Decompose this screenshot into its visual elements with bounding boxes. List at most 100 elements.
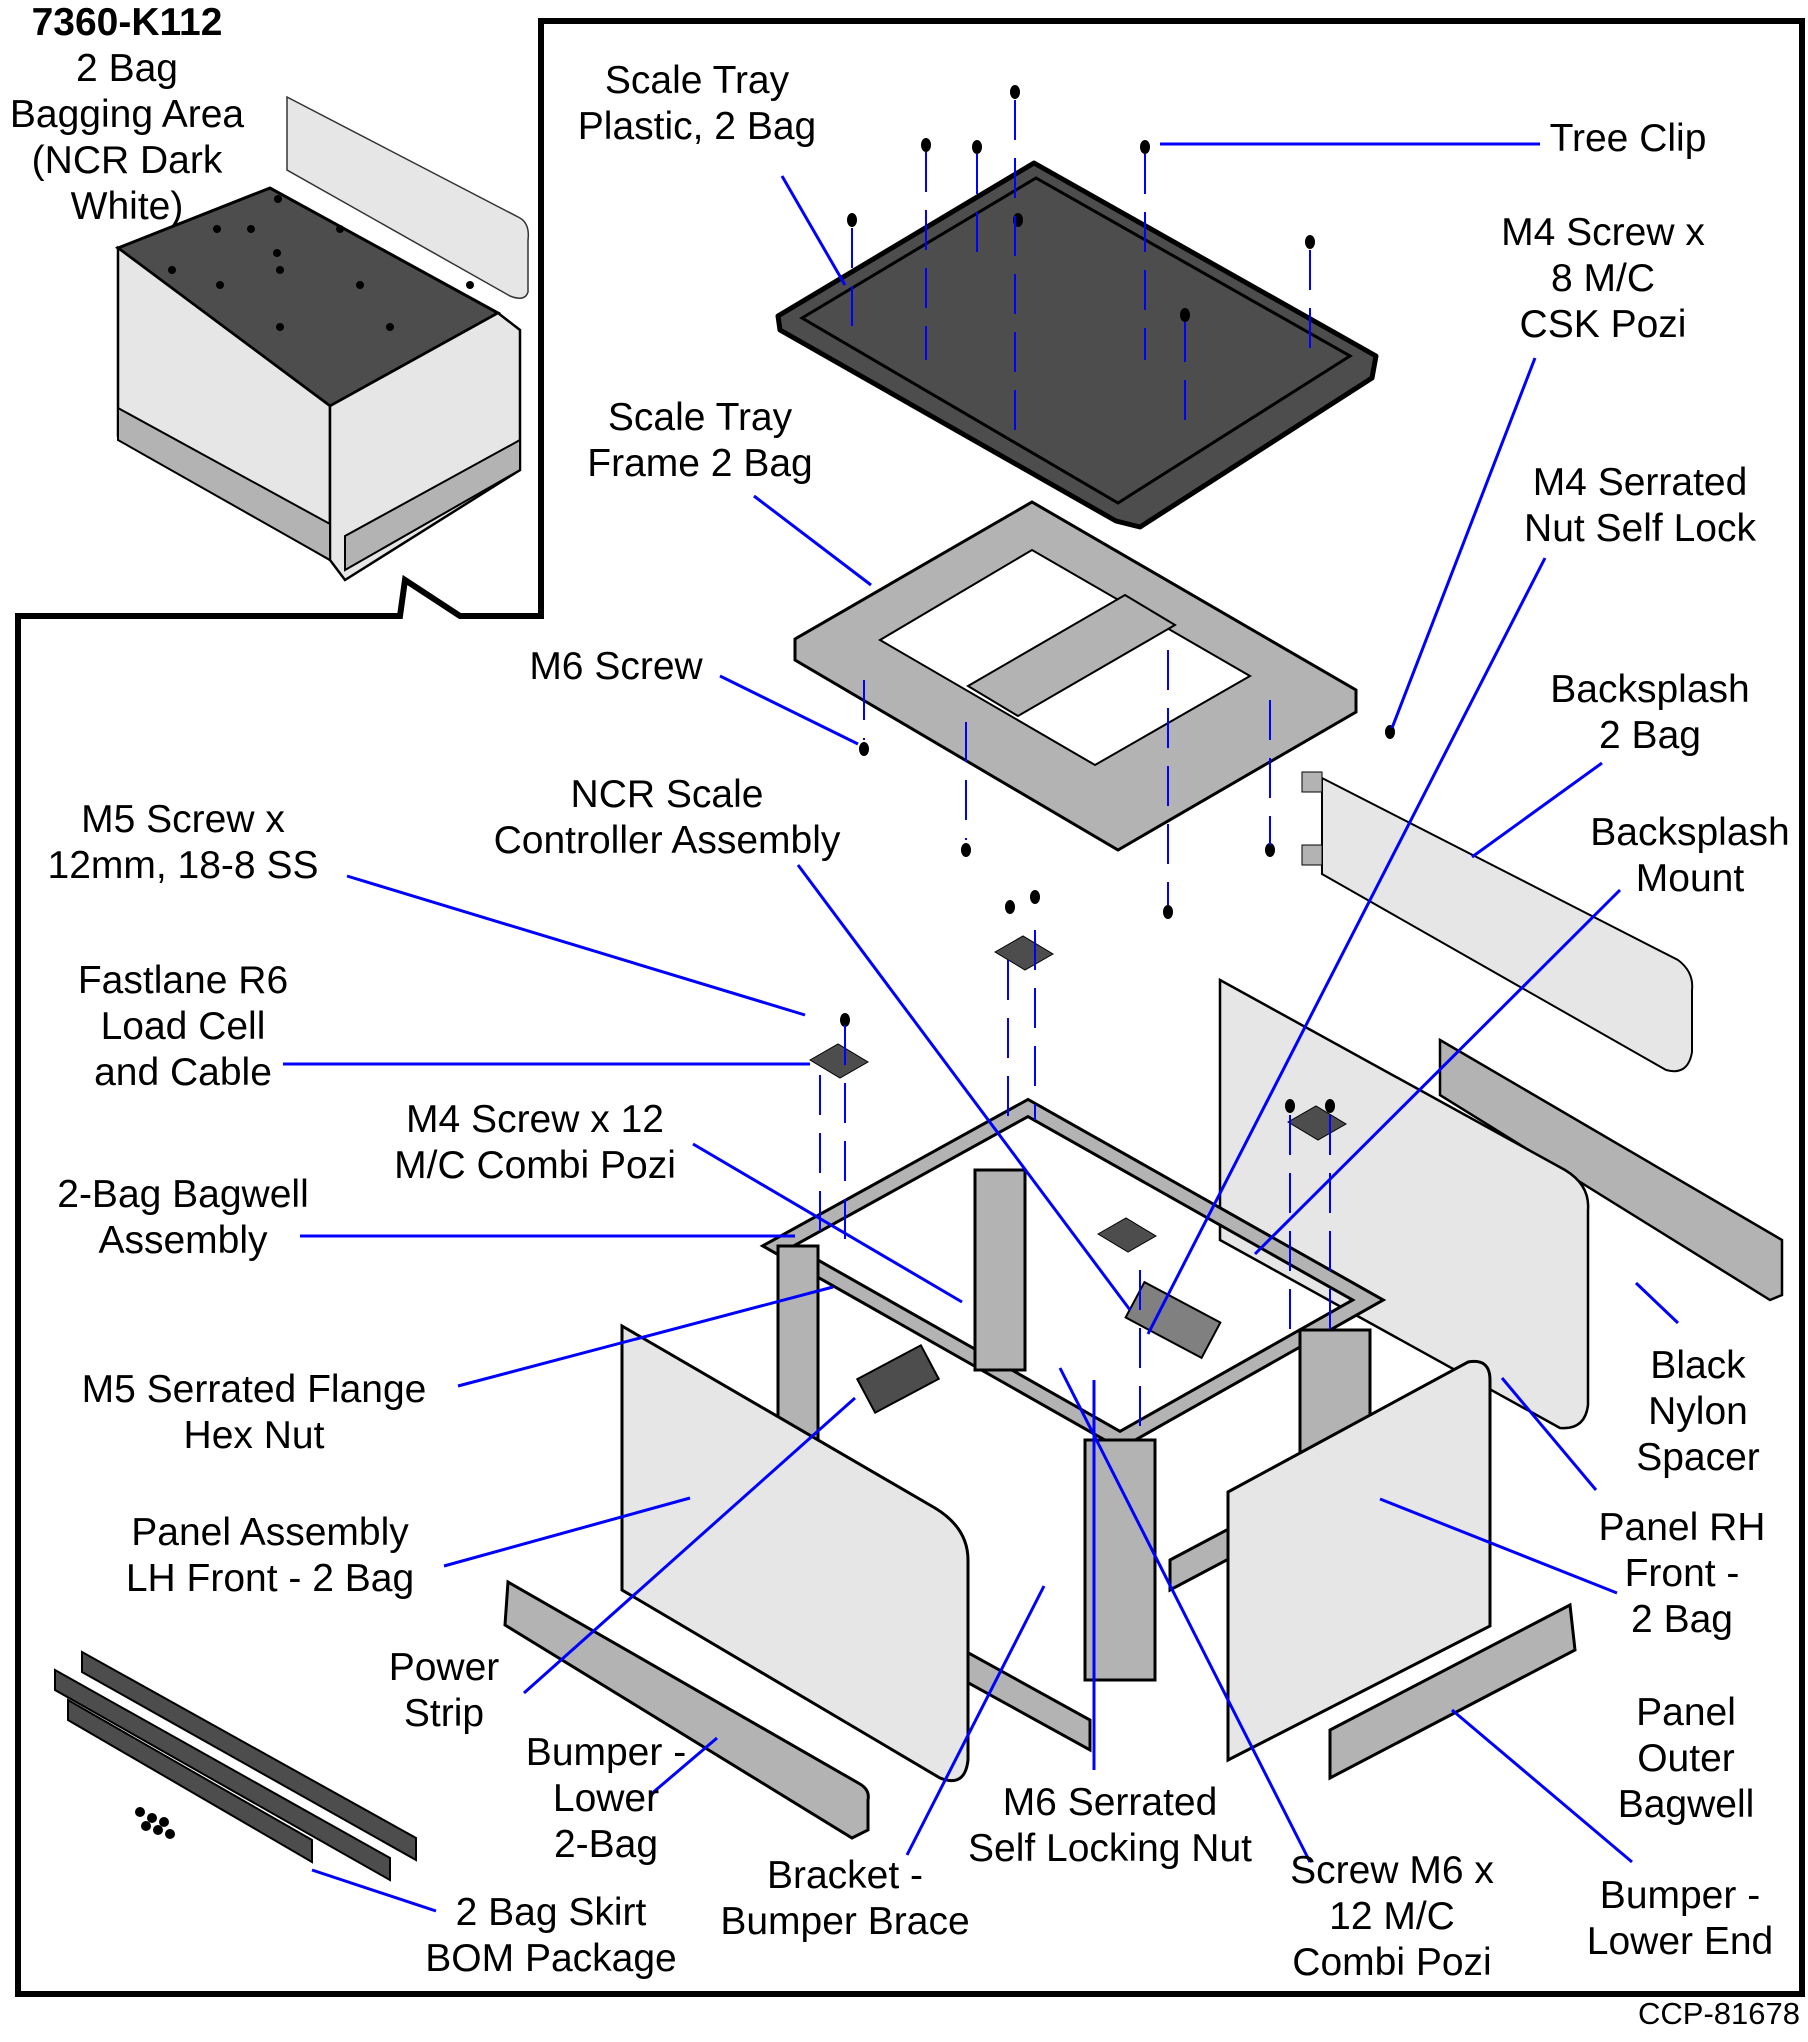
callout-text-line: Tree Clip [1549,117,1707,160]
leader-line-screw-m6-combi [1058,1367,1312,1863]
bumper-lower-end-part [1328,1602,1577,1781]
callout-text-line: Mount [1635,857,1745,900]
assembly-axis-lines [819,100,1331,1430]
callout-text-line: 2 Bag Skirt [455,1891,647,1934]
callout-tree-clip: Tree Clip [1550,116,1707,162]
callout-text-line: Strip [403,1692,485,1735]
callout-text-line: Bumper Brace [720,1900,970,1943]
kit-description-line: (NCR Dark [31,139,223,182]
callout-text-line: Panel Assembly [131,1511,409,1554]
screw-icon [1265,843,1275,857]
screw-icon [1010,85,1020,99]
kit-description-line: 2 Bag [76,47,178,90]
callout-text-line: M/C Combi Pozi [394,1144,676,1187]
leader-line-m4-serrated-nut [1146,557,1547,1335]
backsplash-part [1301,771,1694,1073]
leader-line-skirt-bom [311,1868,437,1913]
kit-description-line: White) [70,185,184,228]
callout-text-line: 8 M/C [1550,257,1656,300]
kit-description-line: Bagging Area [9,93,245,136]
leader-line-m5-screw [346,874,806,1017]
callout-text-line: Scale Tray [604,59,790,102]
callout-text-line: 2-Bag Bagwell [57,1173,309,1216]
panel-rh-front-part [1218,977,1590,1430]
leader-line-scale-tray-plastic [780,175,847,286]
callout-text-line: Nut Self Lock [1524,507,1756,550]
leader-line-backsplash-mount [1253,888,1622,1256]
callout-leader-lines [283,142,1680,1913]
callout-text-line: 2-Bag [553,1823,659,1866]
leader-line-bumper-lower-end [1451,1708,1633,1864]
screw-icon [1385,725,1395,739]
callout-text-line: Front - [1624,1552,1740,1595]
leader-line-scale-tray-frame [753,494,872,587]
leader-line-m4-screw-csk [1390,357,1537,729]
screw-icon [1140,140,1150,154]
backsplash-mount-part [1438,1037,1784,1302]
callout-text-line: Lower [552,1777,660,1820]
callout-text-line: Frame 2 Bag [587,442,813,485]
kit-number: 7360-K112 [31,1,223,44]
callout-text-line: Spacer [1636,1436,1760,1479]
scale-tray-frame-part [793,500,1358,852]
callout-text-line: 2 Bag [1599,714,1701,757]
callout-text-line: Plastic, 2 Bag [577,105,817,148]
callout-text-line: Bumper - [525,1731,687,1774]
callout-text-line: Assembly [98,1219,268,1262]
callout-text-line: CSK Pozi [1519,303,1687,346]
scale-tray-plastic-part [775,160,1379,530]
leader-line-bumper-lower-2bag [649,1736,718,1797]
leader-line-panel-outer-bagwell [1379,1497,1618,1595]
callout-text-line: Fastlane R6 [77,959,289,1002]
leader-line-black-nylon-spacer [1634,1281,1680,1325]
leader-line-bracket-bumper-brace [905,1585,1046,1856]
screw-icon [961,843,971,857]
screw-icon [847,213,857,227]
inset-left-bumper [117,406,331,562]
power-strip-part [855,1343,941,1415]
callout-text-line: M6 Screw [529,645,703,688]
callout-text-line: BOM Package [425,1937,677,1980]
callout-text-line: Panel RH [1598,1506,1766,1549]
callout-text-line: M5 Screw x [81,798,285,841]
callout-text-line: Screw M6 x [1290,1849,1494,1892]
screw-icon [1285,1099,1295,1113]
callout-text-line: Lower End [1586,1920,1774,1963]
callout-text-line: Outer [1637,1737,1735,1780]
callout-text-line: Controller Assembly [493,819,841,862]
inset-backsplash [286,95,530,299]
callout-text-line: Bracket - [766,1854,924,1897]
screw-icon [1005,900,1015,914]
callout-text-line: Combi Pozi [1292,1941,1492,1984]
fastener-markers [840,85,1395,1113]
callout-bumper-lower-end: Bumper -Lower End [1587,1873,1773,1965]
callout-text-line: Black [1650,1344,1746,1387]
assembled-bagging-area-thumbnail [114,95,530,582]
callout-text-line: 12mm, 18-8 SS [47,844,319,887]
scale-controller-part [1124,1280,1222,1360]
screw-icon [921,138,931,152]
screw-icon [972,140,982,154]
callout-text-line: M4 Screw x [1501,211,1705,254]
callout-text-line: Power [388,1646,500,1689]
leader-line-panel-lh-front [443,1496,691,1568]
load-cell-part [809,935,1347,1253]
leader-line-ncr-scale-controller [796,864,1132,1311]
leader-line-panel-rh-front [1500,1377,1598,1491]
callout-text-line: NCR Scale [570,773,764,816]
callout-text-line: M5 Serrated Flange [81,1368,427,1411]
screw-icon [1180,308,1190,322]
callout-m6-screw: M6 Screw [529,644,702,690]
callout-text-line: Bagwell [1617,1783,1755,1826]
leader-line-backsplash-2bag [1471,761,1603,859]
